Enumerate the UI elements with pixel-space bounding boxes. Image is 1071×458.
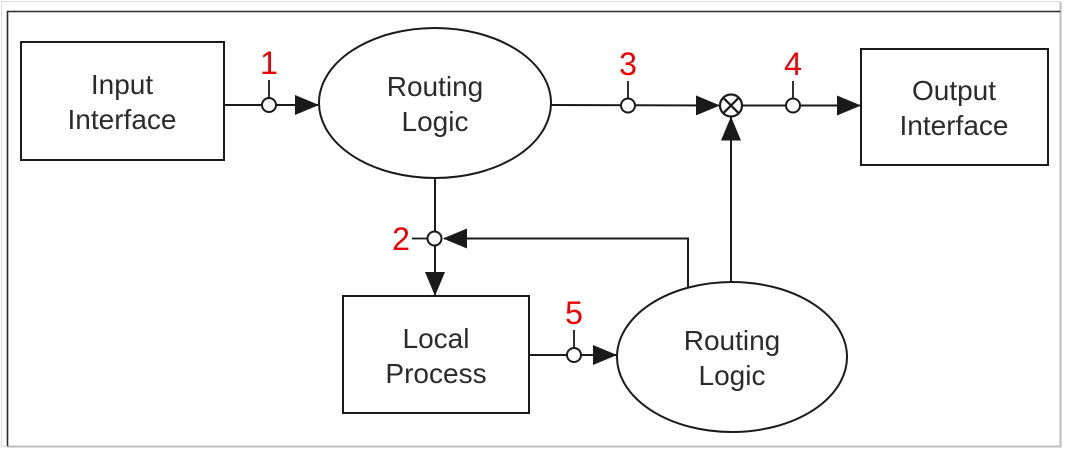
node-routing-logic-bottom-label-line2: Logic: [699, 360, 766, 391]
diagram-frame-light-edge: [7, 2, 1062, 448]
node-routing-logic-top-label-line1: Routing: [387, 71, 484, 102]
connection-point-4: [785, 97, 801, 114]
connection-point-2: [426, 230, 443, 247]
node-routing-logic-top-label-line2: Logic: [402, 106, 469, 137]
connection-point-3: [620, 97, 636, 114]
diagram-frame-dark-edge: [6, 10, 1061, 446]
node-local-process: [342, 295, 530, 414]
node-input-interface: [20, 41, 225, 161]
marker-label-1: 1: [260, 45, 278, 81]
node-output-interface-label-line2: Interface: [900, 110, 1009, 141]
node-local-process-label-line2: Process: [385, 358, 486, 389]
node-local-process-label-line1: Local: [403, 323, 470, 354]
connection-points: 1 2 3 4 5: [260, 45, 802, 363]
node-routing-logic-bottom: [616, 281, 848, 433]
node-input-interface-label-line2: Interface: [68, 104, 177, 135]
connection-point-5: [566, 347, 582, 363]
node-input-interface-label-line1: Input: [91, 69, 153, 100]
marker-label-3: 3: [619, 46, 637, 82]
node-routing-logic-top: [318, 27, 552, 179]
marker-label-2: 2: [392, 221, 410, 257]
node-output-interface-label-line1: Output: [912, 75, 996, 106]
node-output-interface: [860, 48, 1049, 166]
marker-label-4: 4: [784, 46, 802, 82]
connection-point-1: [261, 97, 277, 113]
nodes: Input Interface Routing Logic Output Int…: [20, 27, 1049, 433]
edge-routing-bottom-feedback-to-point-2: [443, 228, 689, 288]
node-routing-logic-bottom-label-line1: Routing: [684, 325, 781, 356]
marker-label-5: 5: [565, 295, 583, 331]
crossed-circle-junction-icon: [718, 93, 744, 118]
